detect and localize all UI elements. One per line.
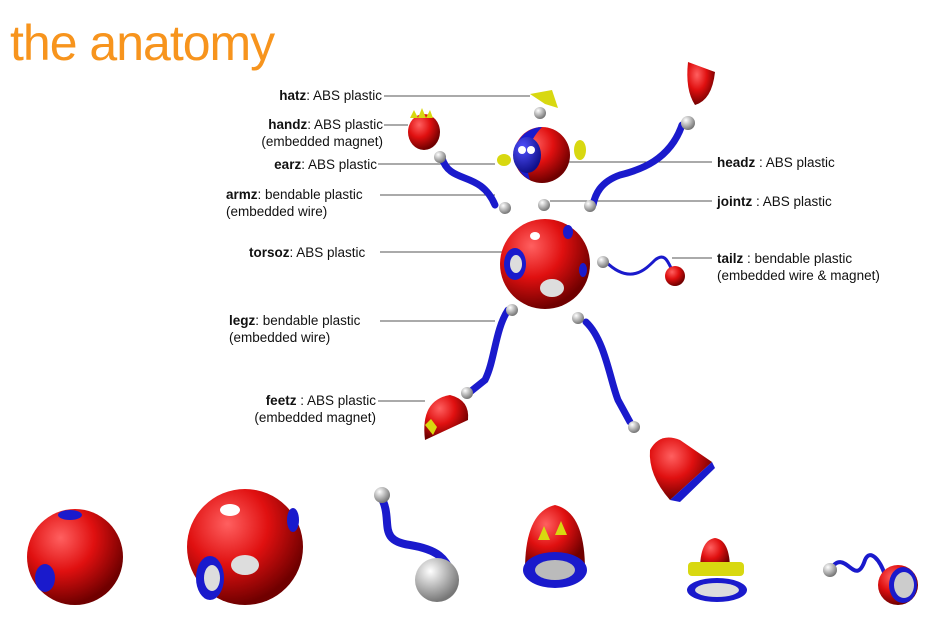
part-foot <box>525 505 585 570</box>
right-foot <box>649 437 712 500</box>
page-title: the anatomy <box>10 15 275 71</box>
label-armz: armz: bendable plastic(embedded wire) <box>226 187 363 219</box>
label-legz: legz: bendable plastic(embedded wire) <box>229 313 361 345</box>
leader-lines <box>378 95 712 402</box>
tail-magnet <box>665 266 685 286</box>
left-leg <box>466 306 512 396</box>
label-torsoz: torsoz: ABS plastic <box>249 245 366 260</box>
label-handz: handz: ABS plastic(embedded magnet) <box>261 117 383 149</box>
right-arm <box>589 121 686 209</box>
right-leg <box>582 318 634 426</box>
label-hatz: hatz: ABS plastic <box>279 88 382 103</box>
label-headz: headz : ABS plastic <box>717 155 835 170</box>
parts-row <box>27 487 918 605</box>
label-tailz: tailz : bendable plastic(embedded wire &… <box>717 251 880 283</box>
left-arm <box>438 154 499 209</box>
hat <box>530 90 558 108</box>
part-tail <box>828 553 887 576</box>
hand <box>408 114 440 150</box>
spare-foot <box>687 62 715 105</box>
label-jointz: jointz : ABS plastic <box>717 194 832 209</box>
limbs <box>438 121 686 426</box>
torso <box>500 219 590 309</box>
joints <box>434 107 695 433</box>
label-earz: earz: ABS plastic <box>274 157 377 172</box>
tail-wire <box>604 255 674 276</box>
label-feetz: feetz : ABS plastic(embedded magnet) <box>254 393 376 425</box>
left-foot <box>424 395 469 440</box>
